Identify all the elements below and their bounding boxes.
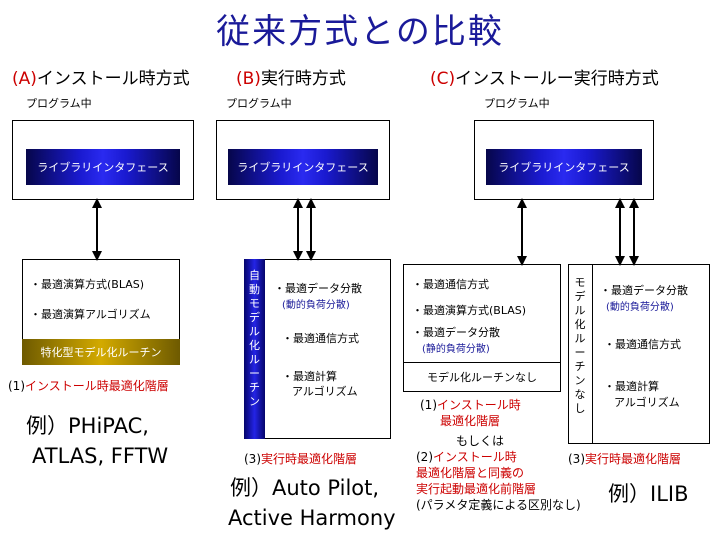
column-b-label: (B): [236, 69, 261, 89]
column-c-left-item-3-sub: (静的負荷分散): [422, 344, 490, 355]
column-c-right-item-3a: ・最適計算: [604, 380, 659, 393]
vchar: チ: [574, 360, 586, 373]
vchar: モ: [574, 276, 586, 289]
vchar: 自: [249, 269, 260, 282]
page-title: 従来方式との比較: [216, 12, 504, 52]
column-a-label: (A): [12, 69, 37, 89]
column-b-item-1-sub: (動的負荷分散): [282, 300, 350, 311]
column-b-item-1: ・最適データ分散: [274, 282, 362, 295]
column-c-note-2a: インストール時: [433, 450, 517, 464]
column-c-note-2d: (パラメタ定義による区別なし): [416, 498, 581, 512]
column-c-runtime-layer-box: [568, 264, 710, 444]
column-c-title: (C)インストールー実行時方式: [430, 64, 659, 89]
column-c-label: (C): [430, 69, 456, 89]
column-c-library-interface: ライブラリインタフェース: [486, 149, 642, 185]
column-c-right-item-2: ・最適通信方式: [604, 338, 681, 351]
column-c-note-2: (2)インストール時: [416, 448, 517, 465]
vchar: 化: [574, 318, 586, 331]
column-c-note-1-num: (1): [420, 398, 437, 412]
vchar: ル: [249, 353, 260, 366]
vchar: デ: [249, 311, 260, 324]
column-a-library-interface: ライブラリインタフェース: [26, 149, 180, 185]
vchar: ル: [574, 304, 586, 317]
column-c-left-item-1: ・最適通信方式: [412, 278, 489, 291]
vchar: ル: [249, 325, 260, 338]
column-c-note-or: もしくは: [456, 434, 505, 448]
column-a-title: (A)インストール時方式: [12, 64, 190, 89]
column-c-example: 例）ILIB: [608, 482, 689, 506]
column-b-example-line-2: Active Harmony: [228, 506, 396, 530]
column-a-example-line-1: 例）PHiPAC,: [26, 414, 149, 438]
vchar: ー: [574, 346, 586, 359]
column-a-example-line-2: ATLAS, FFTW: [32, 444, 169, 468]
vchar: チ: [249, 381, 260, 394]
column-b-layer-text: 実行時最適化階層: [261, 452, 358, 466]
vchar: し: [574, 402, 586, 415]
column-c-program-label: プログラム中: [484, 97, 550, 110]
vchar: 化: [249, 339, 260, 352]
column-b-heading: 実行時方式: [260, 69, 346, 89]
column-a-item-1: ・最適演算方式(BLAS): [30, 278, 145, 291]
vchar: ル: [574, 332, 586, 345]
column-c-no-modeling-routine: モデル化ルーチンなし: [403, 362, 561, 392]
column-c-no-modeling-vertical-label: モ デ ル 化 ル ー チ ン な し: [568, 264, 593, 444]
column-b-item-3b: アルゴリズム: [292, 385, 358, 398]
column-a-heading: インストール時方式: [36, 69, 190, 89]
column-c-note-2c: 実行起動最適化前階層: [416, 482, 537, 496]
column-c-right-item-1-sub: (動的負荷分散): [606, 302, 674, 313]
column-c-left-item-2: ・最適演算方式(BLAS): [412, 304, 527, 317]
column-b-item-3a: ・最適計算: [282, 370, 337, 383]
column-c-note-1: (1)インストール時: [420, 396, 521, 413]
column-b-layer-box: [244, 259, 391, 439]
column-a-layer-text: インストール時最適化階層: [25, 379, 169, 393]
column-c-layer-text: 実行時最適化階層: [585, 452, 682, 466]
vchar: ー: [249, 367, 260, 380]
vchar: な: [574, 388, 586, 401]
column-c-note-2b: 最適化階層と同義の: [416, 466, 525, 480]
column-b-example-line-1: 例）Auto Pilot,: [230, 476, 380, 500]
vchar: ン: [574, 374, 586, 387]
column-a-layer-num: (1): [8, 379, 25, 393]
column-c-left-item-3: ・最適データ分散: [412, 326, 500, 339]
column-a-modeling-routine-bar: 特化型モデル化ルーチン: [22, 339, 180, 365]
column-b-library-interface: ライブラリインタフェース: [228, 149, 378, 185]
column-b-program-label: プログラム中: [226, 97, 292, 110]
column-b-auto-modeling-routine-bar: 自 動 モ デ ル 化 ル ー チ ン: [244, 259, 265, 439]
column-a-program-label: プログラム中: [26, 97, 92, 110]
vchar: モ: [249, 297, 260, 310]
column-b-layer-caption: (3)実行時最適化階層: [244, 450, 357, 467]
column-b-item-2: ・最適通信方式: [282, 332, 359, 345]
vchar: ン: [249, 395, 260, 408]
vchar: デ: [574, 290, 586, 303]
column-c-right-item-3b: アルゴリズム: [614, 396, 680, 409]
column-c-right-item-1: ・最適データ分散: [600, 284, 688, 297]
column-b-layer-num: (3): [244, 452, 261, 466]
vchar: 動: [249, 283, 260, 296]
column-c-note-1b: 最適化階層: [440, 414, 501, 428]
column-c-layer-num: (3): [568, 452, 585, 466]
column-a-layer-caption: (1)インストール時最適化階層: [8, 377, 169, 394]
column-c-layer-caption: (3)実行時最適化階層: [568, 450, 681, 467]
column-c-heading: インストールー実行時方式: [455, 69, 659, 89]
column-b-title: (B)実行時方式: [236, 64, 346, 89]
column-c-note-1a: インストール時: [437, 398, 521, 412]
column-a-item-2: ・最適演算アルゴリズム: [30, 308, 151, 321]
column-c-note-2-num: (2): [416, 450, 433, 464]
